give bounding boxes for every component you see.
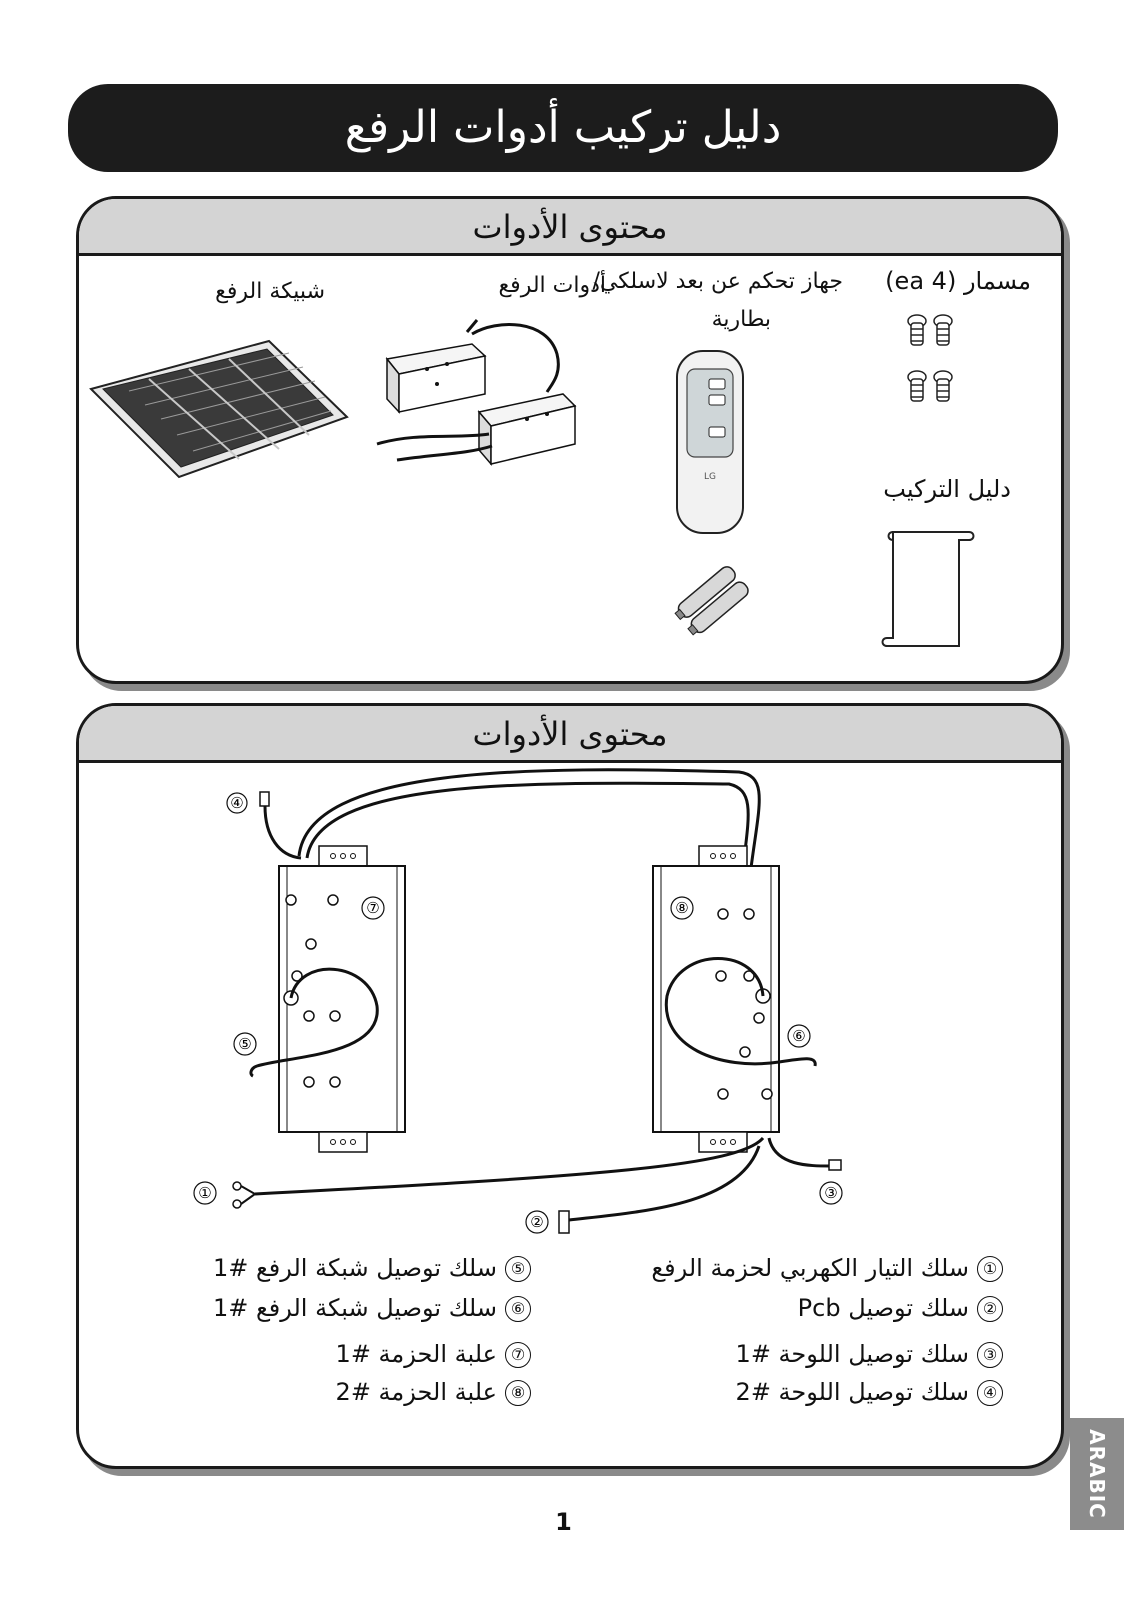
remote-label: جهاز تحكم عن بعد لاسلكي/ bbox=[592, 269, 843, 294]
contents-panel-1: محتوى الأدوات مسمار (4 ea) جهاز تحكم عن … bbox=[76, 196, 1064, 684]
diagram-label-1: ① bbox=[198, 1184, 211, 1202]
diagram-label-3: ③ bbox=[824, 1184, 837, 1202]
legend-item: ①سلك التيار الكهربي لحزمة الرفع bbox=[651, 1254, 1003, 1282]
screw-icons bbox=[907, 314, 953, 402]
diagram-label-5: ⑤ bbox=[238, 1035, 251, 1053]
remote-logo: LG bbox=[704, 472, 716, 482]
screws-label: مسمار (4 ea) bbox=[885, 267, 1031, 295]
legend-item: ⑤سلك توصيل شبكة الرفع #1 bbox=[213, 1254, 531, 1282]
diagram-label-8: ⑧ bbox=[675, 899, 688, 917]
section-header: محتوى الأدوات bbox=[79, 706, 1061, 763]
language-tab: ARABIC bbox=[1070, 1418, 1124, 1530]
section-header: محتوى الأدوات bbox=[79, 199, 1061, 256]
page-title: دليل تركيب أدوات الرفع bbox=[68, 84, 1058, 172]
legend-item: ⑦علبة الحزمة #1 bbox=[336, 1340, 531, 1368]
legend-item: ③سلك توصيل اللوحة #1 bbox=[736, 1340, 1003, 1368]
battery-label: بطارية bbox=[711, 307, 771, 332]
diagram-label-6: ⑥ bbox=[792, 1027, 805, 1045]
page-number: 1 bbox=[555, 1508, 572, 1536]
remote-control-image: LG bbox=[676, 350, 744, 534]
lift-tools-image bbox=[376, 319, 577, 467]
diagram-label-4: ④ bbox=[230, 794, 243, 812]
language-tab-label: ARABIC bbox=[1085, 1429, 1109, 1519]
contents-panel-2: محتوى الأدوات bbox=[76, 703, 1064, 1469]
tools-label: أدوات الرفع bbox=[498, 273, 606, 298]
manual-scroll-icon bbox=[881, 531, 975, 647]
diagram-label-7: ⑦ bbox=[366, 899, 379, 917]
legend-item: ②سلك توصيل Pcb bbox=[798, 1294, 1003, 1322]
grille-image bbox=[89, 339, 349, 479]
legend-item: ⑧علبة الحزمة #2 bbox=[336, 1378, 531, 1406]
legend-item: ⑥سلك توصيل شبكة الرفع #1 bbox=[213, 1294, 531, 1322]
wiring-diagram: ④ ⑦ ⑧ ⑤ ⑥ ① ② ③ bbox=[193, 768, 843, 1234]
manual-label: دليل التركيب bbox=[883, 475, 1011, 503]
battery-icon bbox=[674, 566, 749, 636]
grille-label: شبيكة الرفع bbox=[215, 279, 325, 304]
diagram-label-2: ② bbox=[530, 1213, 543, 1231]
legend-item: ④سلك توصيل اللوحة #2 bbox=[736, 1378, 1003, 1406]
